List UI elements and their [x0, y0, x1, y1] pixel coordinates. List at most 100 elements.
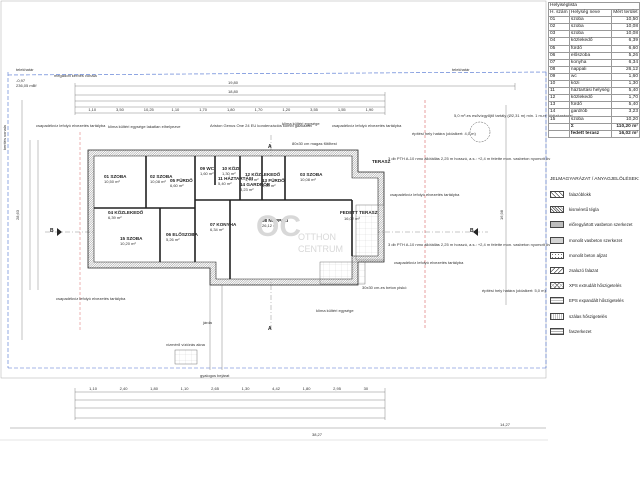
room-table-cell-no: 15	[548, 115, 570, 124]
room-name: 12 KÖZLEKEDŐ	[245, 171, 281, 177]
room-table-cell-area: 6,34	[611, 58, 640, 67]
dimension-value: 1,55	[338, 107, 347, 112]
room-table-title: Helyiséglista	[548, 1, 640, 11]
dimension-value: 1,70	[199, 107, 208, 112]
access-label: gyalogos bejárat	[200, 373, 230, 378]
room-table-cell-no: 13	[548, 101, 570, 110]
section-marker-a-top: A	[268, 144, 272, 150]
room-area: 10,50 m²	[104, 179, 120, 184]
room-area: 6,34 m²	[210, 227, 224, 232]
room-table-cell-area: 10,08	[611, 23, 640, 32]
legend-item: zsaluzó falazat	[550, 267, 638, 276]
dimension-value: 1,90	[366, 107, 375, 112]
water-meter-pit	[174, 349, 198, 365]
room-table-cell-name: fedett terasz	[568, 129, 613, 138]
legend-label: monolit beton aljzat	[569, 252, 607, 258]
legend-label: kisméretű tégla	[569, 207, 599, 213]
room-table-cell-area: 1,30	[611, 80, 640, 89]
legend-swatch	[550, 267, 564, 274]
room-name: 03 SZOBA	[300, 172, 323, 177]
legend-label: szálas hőszigetelés	[569, 313, 608, 319]
room-table-cell-no: 07	[548, 58, 570, 67]
room-name: 09 WC	[200, 166, 215, 171]
legend-swatch	[550, 297, 564, 305]
legend-swatch	[550, 282, 564, 290]
paving-area	[319, 261, 366, 285]
room-table-cell-name: háztartási helység	[568, 87, 613, 96]
legend-swatch	[550, 312, 564, 320]
dim-top-total: 19,80	[228, 80, 239, 85]
room-table-cell-name: szoba	[568, 30, 613, 39]
legend-label: zsaluzó falazat	[569, 268, 599, 273]
dimension-value: 1,10	[181, 386, 190, 391]
footpath-label: járda	[202, 320, 213, 325]
building-limit-2: építési hely határa (oldalkert: 5,0 m)	[482, 288, 546, 293]
tank-note: 5,0 m³-es esővízgyűjtő tartály (Ø2,31 m)…	[454, 113, 573, 118]
rain-note-4: csapadékvíz lefolyó elvezetés tartályba	[56, 296, 126, 301]
property-line-label-right: telekhatár	[452, 67, 470, 72]
legend-item: előregyártott vasbeton szerkezet	[550, 221, 638, 230]
room-table-cell-no: 04	[548, 37, 570, 46]
room-table-cell-no: 12	[548, 94, 570, 103]
room-table-cell-area: 1,70	[611, 94, 640, 103]
room-table-cell-area: 3,23	[611, 108, 640, 117]
room-table-cell-area: 6,60	[611, 44, 640, 53]
parking-note-2: 3 db PTH A-10 nmo állótállás 2,25 m hoss…	[388, 242, 550, 247]
climate-note-2: klíma kültéri egysége	[282, 121, 320, 126]
room-table-cell-name: szoba	[568, 115, 613, 124]
room-name: 05 FÜRDŐ	[170, 177, 193, 183]
room-name: 10 KÖZI	[222, 165, 239, 171]
section-marker-a-bottom: A	[268, 326, 272, 332]
room-name: 15 SZOBA	[120, 236, 143, 241]
legend-swatch	[550, 206, 564, 214]
building-limit-1: építési hely határa (oldalkert: 4,0 m)	[412, 131, 476, 136]
room-area: 1,30 m²	[222, 171, 236, 176]
room-schedule-table: Helyiséglista H. szám Helység neve Mért …	[548, 1, 640, 138]
room-table-cell-name: közi	[568, 80, 613, 89]
dim-right-total: 16,98	[499, 209, 504, 220]
legend-swatch	[550, 251, 564, 259]
room-area: 6,60 m²	[170, 183, 184, 188]
room-name: 08 NAPPALI	[262, 218, 288, 223]
legend-item: falazóblokk	[550, 191, 638, 200]
dimension-lines-bottom	[10, 388, 546, 429]
room-table-cell-area: 26,12	[611, 65, 640, 74]
room-table-cell-name: gardrób	[568, 108, 613, 117]
room-table-header-name: Helység neve	[568, 9, 613, 18]
room-table-cell-no	[548, 122, 570, 131]
legend-item: kisméretű tégla	[550, 206, 638, 215]
room-table-cell-area: 16,02 m²	[611, 129, 640, 138]
room-table-cell-no: 05	[548, 44, 570, 53]
climate-note-1: klíma kültéri egysége lakatlan elhelyezv…	[108, 124, 181, 129]
room-table-cell-area: 10,50	[611, 16, 640, 25]
room-table-cell-name: közlekedő	[568, 37, 613, 46]
legend-item: faszerkezet	[550, 327, 638, 337]
room-table-cell-no: 14	[548, 108, 570, 117]
dimension-value: 3,55	[310, 107, 319, 112]
legend-swatch	[550, 221, 564, 229]
room-table-cell-area: 5,40	[611, 101, 640, 110]
terrace-area-label: 16,02 m²	[344, 216, 360, 221]
heating-note: 80x30 cm magas fűtőtest	[292, 141, 338, 146]
building-line-label: megadott kerítés vonala	[54, 73, 97, 78]
property-boundary	[7, 71, 547, 369]
room-area: 5,40 m²	[262, 183, 276, 188]
legend-item: monolit beton aljzat	[550, 251, 638, 261]
room-name: 14 GARDRÓB	[240, 180, 271, 187]
room-table-cell-no: 10	[548, 80, 570, 89]
room-table-cell-name: előszoba	[568, 51, 613, 60]
climate-note-3: klíma kültéri egysége	[316, 308, 354, 313]
dimension-value: 1,10	[89, 386, 98, 391]
room-name: 01 SZOBA	[104, 174, 127, 179]
dimension-value: 1,20	[282, 107, 291, 112]
room-area: 6,39 m²	[108, 215, 122, 220]
